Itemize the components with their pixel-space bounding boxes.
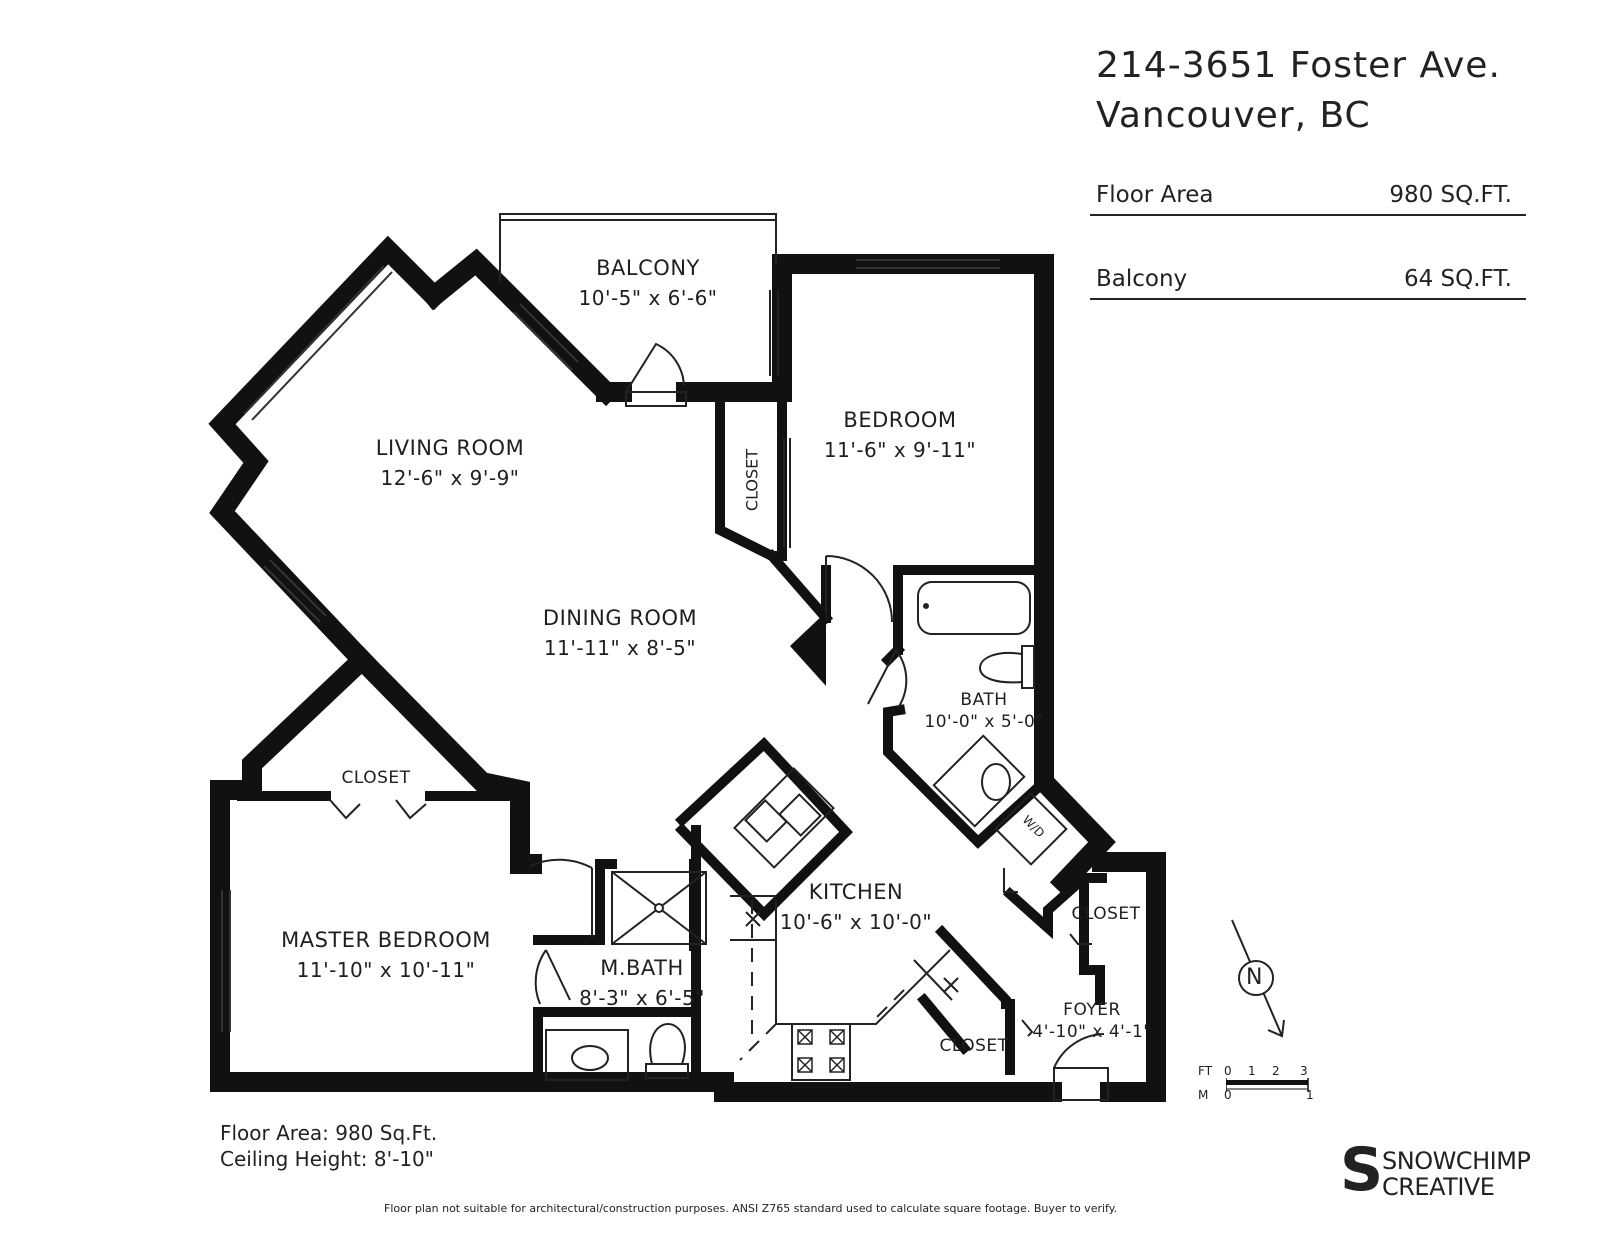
stat-label: Balcony [1096, 266, 1188, 292]
stat-balcony: Balcony 64 SQ.FT. [1090, 252, 1526, 300]
room-name: MASTER BEDROOM [281, 928, 491, 952]
snowchimp-logo: S SNOWCHIMP CREATIVE [1340, 1140, 1540, 1202]
stat-label: Floor Area [1096, 182, 1214, 208]
closet-slider [783, 438, 791, 548]
logo-line-1: SNOWCHIMP [1382, 1147, 1531, 1175]
windows [221, 259, 1000, 1032]
scale-m-label: M [1198, 1088, 1209, 1102]
room-kitchen: KITCHEN 10'-6" x 10'-0" [780, 880, 932, 934]
logo-line-2: CREATIVE [1382, 1173, 1495, 1201]
room-bedroom: BEDROOM 11'-6" x 9'-11" [824, 408, 976, 462]
toilet-icon [645, 1022, 689, 1079]
room-dims: 12'-6" x 9'-9" [380, 466, 520, 490]
room-name: LIVING ROOM [375, 436, 525, 460]
room-living: LIVING ROOM 12'-6" x 9'-9" [376, 436, 524, 490]
room-name: CLOSET [939, 1036, 1009, 1056]
room-name: M.BATH [600, 956, 684, 980]
stat-floor-area: Floor Area 980 SQ.FT. [1090, 168, 1526, 216]
stat-value: 64 SQ.FT. [1403, 266, 1512, 292]
room-master-bath: M.BATH 8'-3" x 6'-5" [579, 956, 705, 1010]
room-name: BATH [960, 690, 1008, 710]
scale-ft-tick: 1 [1248, 1064, 1256, 1078]
scale-ft-tick: 3 [1300, 1064, 1308, 1078]
room-balcony: BALCONY 10'-5" x 6'-6" [578, 256, 717, 310]
doors [529, 342, 1109, 1101]
room-master-bedroom: MASTER BEDROOM 11'-10" x 10'-11" [281, 928, 491, 982]
room-closet-kitchen: CLOSET [939, 1036, 1008, 1056]
room-dims: 11'-10" x 10'-11" [296, 958, 476, 982]
walls [208, 235, 1166, 1102]
room-foyer: FOYER 4'-10" x 4'-1" [1032, 1000, 1151, 1042]
stove-icon [791, 1023, 851, 1081]
room-dims: 11'-6" x 9'-11" [823, 438, 977, 462]
room-dims: 10'-5" x 6'-6" [578, 286, 718, 310]
room-dining: DINING ROOM 11'-11" x 8'-5" [543, 606, 697, 660]
scale-ft-tick: 0 [1224, 1064, 1232, 1078]
footer-ceiling-height: Ceiling Height: 8'-10" [220, 1147, 434, 1171]
scale-ft-tick: 2 [1272, 1064, 1280, 1078]
kitchen-counter [730, 895, 959, 1061]
room-name: DINING ROOM [542, 606, 698, 630]
room-dims: 4'-10" x 4'-1" [1032, 1022, 1152, 1042]
vanity-sink-icon [545, 1029, 629, 1081]
room-name: BEDROOM [843, 408, 957, 432]
scale-m-tick: 1 [1306, 1088, 1314, 1102]
room-name: CLOSET [1071, 904, 1141, 924]
toilet-icon [978, 645, 1035, 689]
room-bath: BATH 10'-0" x 5'-0" [924, 690, 1043, 732]
room-name: FOYER [1063, 1000, 1121, 1020]
room-name: CLOSET [742, 448, 762, 512]
room-closet-foyer: CLOSET [1071, 904, 1140, 924]
sink-icon [932, 734, 1026, 828]
address-line-2: Vancouver, BC [1096, 95, 1371, 136]
room-dims: 8'-3" x 6'-5" [579, 986, 705, 1010]
room-closet-master: CLOSET [341, 768, 410, 788]
north-arrow-icon [1231, 919, 1285, 1038]
scale-m-tick: 0 [1224, 1088, 1232, 1102]
footer-floor-area: Floor Area: 980 Sq.Ft. [220, 1121, 438, 1145]
wall-block [790, 612, 826, 686]
room-name: BALCONY [596, 256, 700, 280]
room-dims: 11'-11" x 8'-5" [543, 636, 697, 660]
scale-ft-label: FT [1198, 1064, 1213, 1078]
room-closet-bedroom: CLOSET [743, 449, 762, 511]
wd-label: W/D [1020, 813, 1048, 841]
room-dims: 10'-0" x 5'-0" [924, 712, 1044, 732]
logo-mark: S [1340, 1135, 1384, 1205]
room-name: CLOSET [341, 768, 411, 788]
room-dims: 10'-6" x 10'-0" [779, 910, 933, 934]
balcony-railing [499, 213, 779, 376]
compass-label: N [1246, 965, 1263, 990]
washer-dryer-icon [994, 792, 1068, 866]
kitchen-sink-icon [733, 767, 835, 869]
bathtub-icon [917, 581, 1031, 635]
closet-bifold [329, 799, 427, 820]
address-line-1: 214-3651 Foster Ave. [1096, 45, 1501, 86]
shower-icon [611, 871, 707, 945]
footer-disclaimer: Floor plan not suitable for architectura… [384, 1202, 1118, 1215]
scale-bar [1226, 1078, 1309, 1092]
stat-value: 980 SQ.FT. [1389, 182, 1512, 208]
room-name: KITCHEN [808, 880, 904, 904]
